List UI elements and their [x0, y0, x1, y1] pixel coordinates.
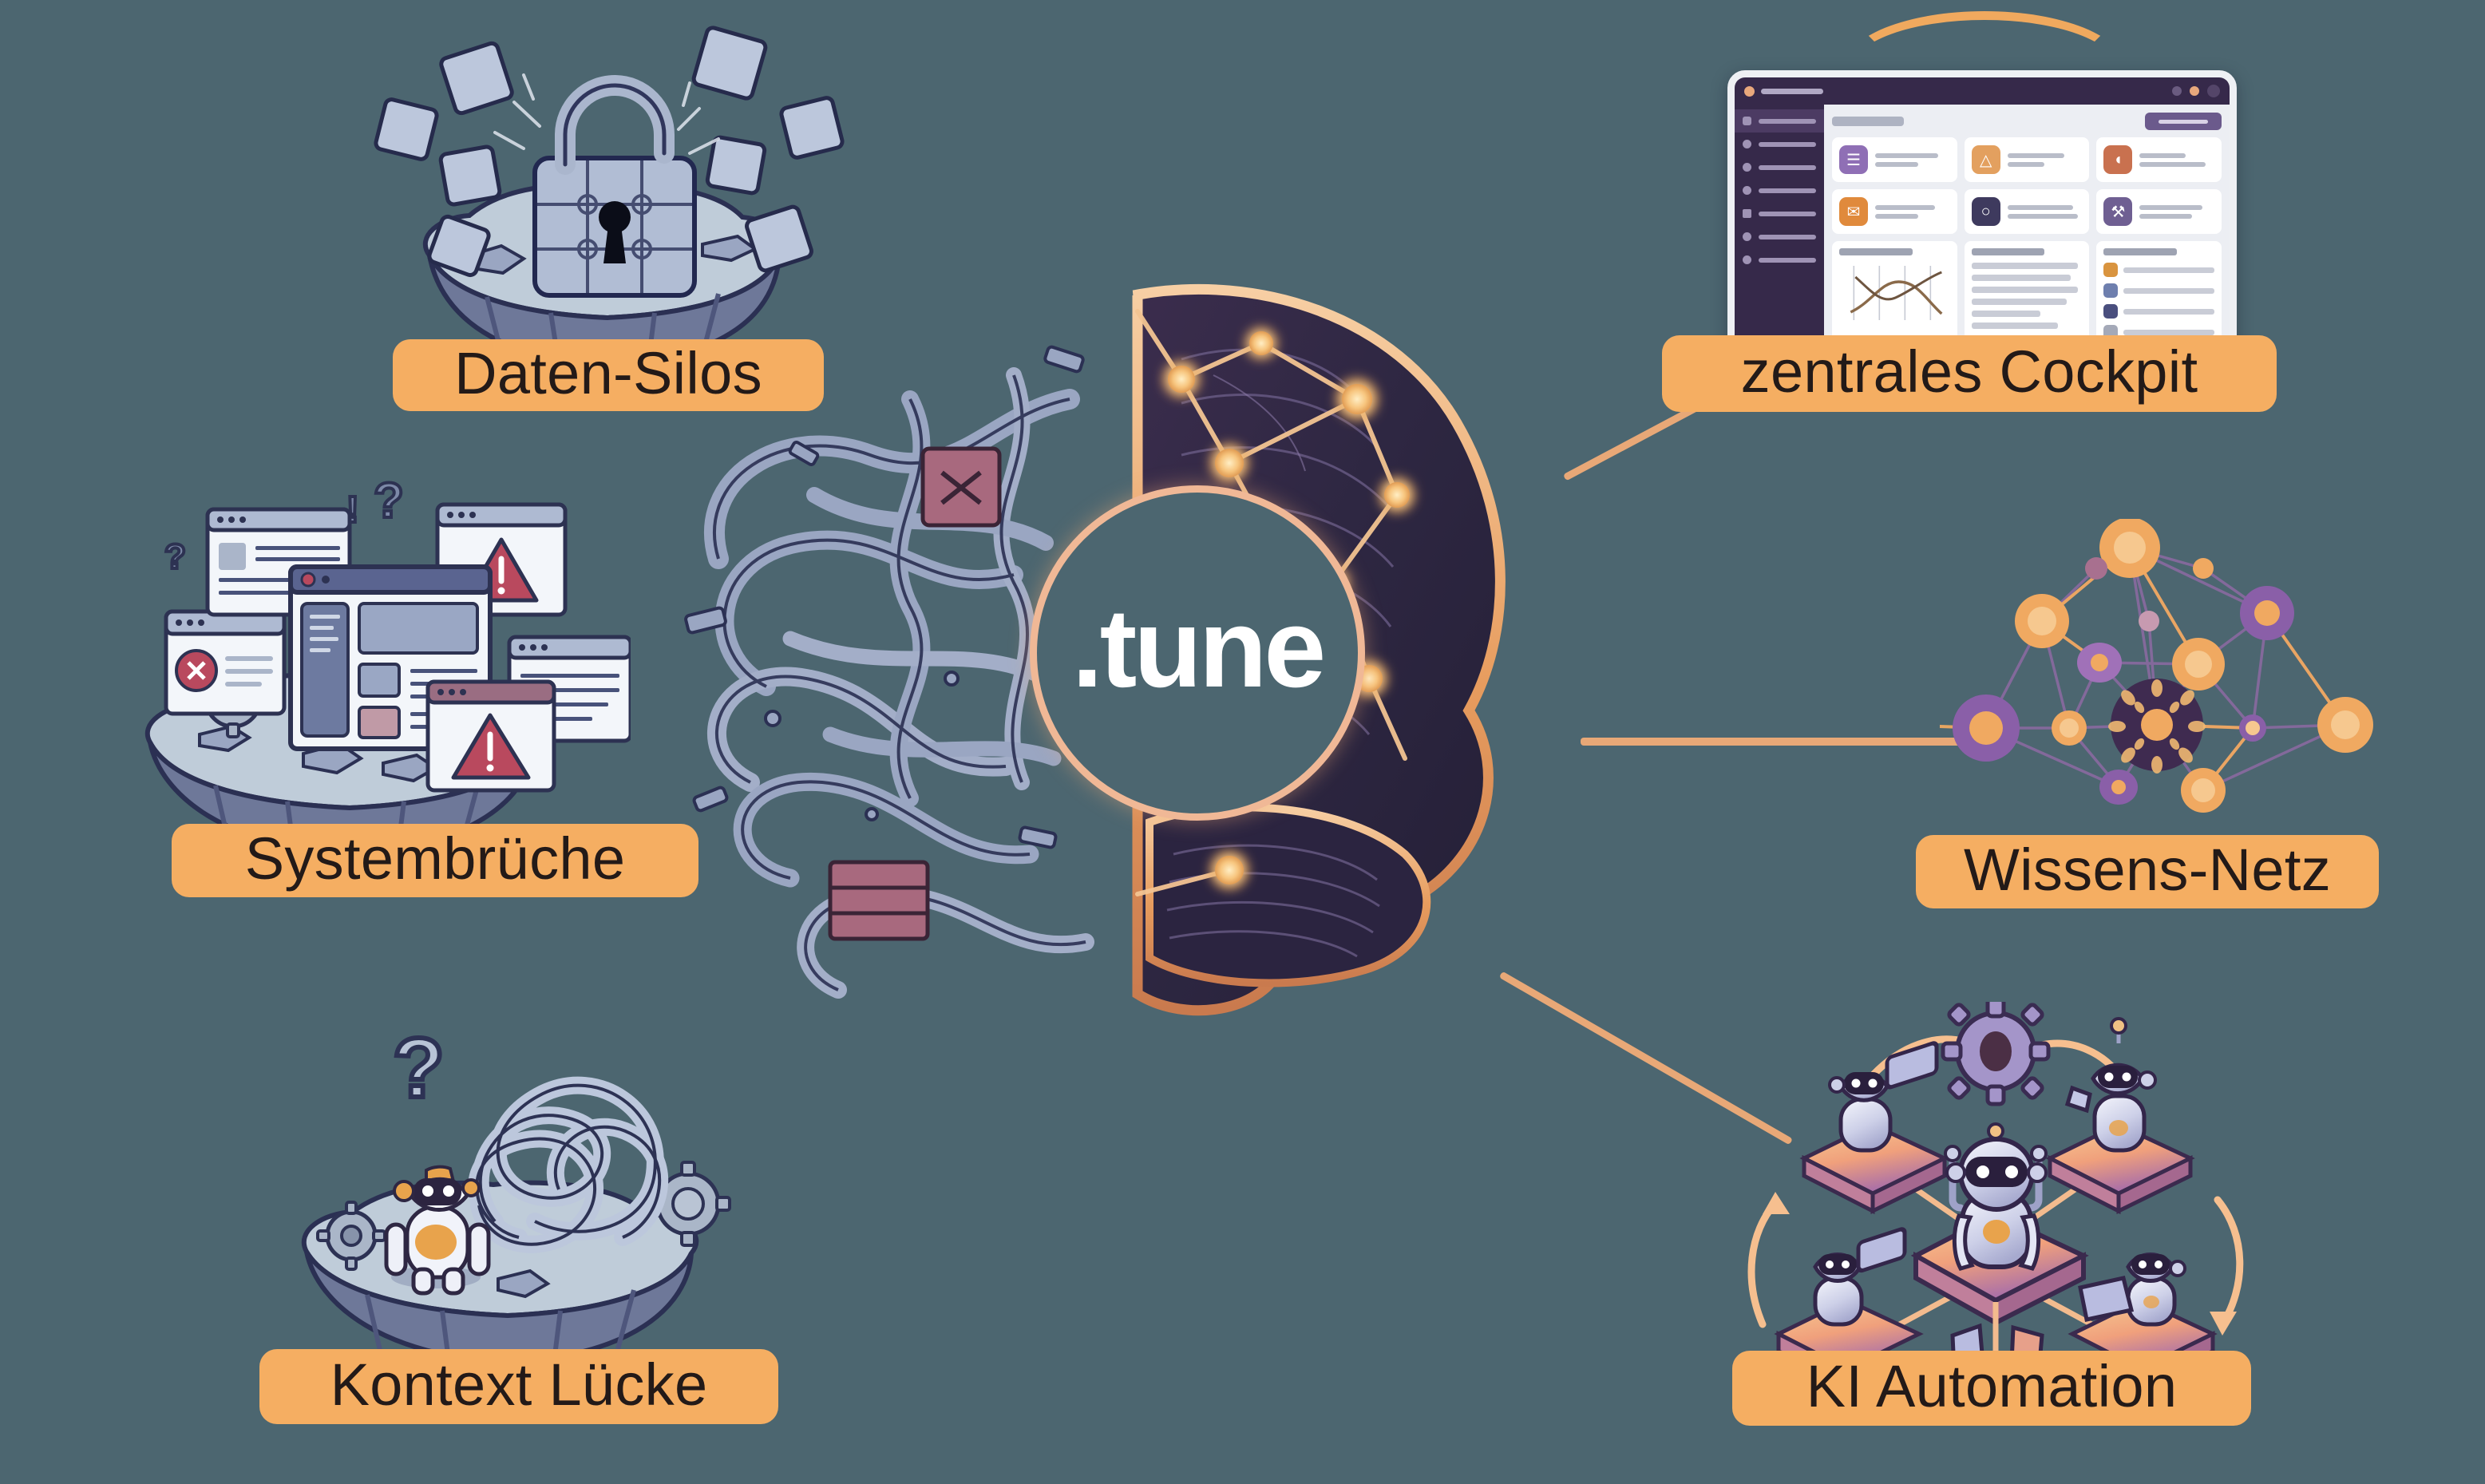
dashboard-card[interactable]: ☰ [1832, 137, 1957, 182]
chat-icon: ☰ [1839, 145, 1868, 174]
broken-module-icon [920, 446, 1002, 528]
dashboard-card[interactable]: △ [1964, 137, 2090, 182]
gear-icon [1941, 996, 2051, 1106]
logo-text: .tune [1071, 585, 1326, 710]
browser-window-icon-error-2 [425, 679, 556, 793]
sidebar-item[interactable] [1735, 179, 1824, 202]
cockpit-panels [1832, 241, 2222, 343]
badge-kontext-luecke-label: Kontext Lücke [330, 1351, 708, 1418]
dashboard-card[interactable]: ○ [1964, 189, 2090, 234]
window-dot-icon [1744, 85, 1755, 97]
mail-icon: ✉ [1839, 197, 1868, 226]
cockpit-main: ☰ △ ◖ ✉ ○ [1824, 105, 2230, 365]
question-mark-icon: ? [390, 1019, 447, 1118]
badge-zentrales-cockpit-label: zentrales Cockpit [1740, 338, 2198, 405]
ki-automation-illustration [1716, 996, 2275, 1380]
sidebar-item[interactable] [1735, 156, 1824, 179]
tool-icon: ⚒ [2103, 197, 2133, 226]
laptop-icon [2078, 1276, 2135, 1322]
badge-systembrueche-label: Systembrüche [244, 825, 626, 892]
window-control-icon[interactable] [2190, 86, 2199, 96]
laptop-icon [1885, 1041, 1939, 1090]
robot-icon-main [1944, 1122, 2048, 1271]
robot-icon [1828, 1041, 1939, 1153]
sidebar-item[interactable] [1735, 248, 1824, 271]
badge-wissens-netz-label: Wissens-Netz [1964, 836, 2331, 903]
laptop-icon [1856, 1227, 1907, 1273]
svg-text:!: ! [346, 489, 358, 530]
sidebar-item[interactable] [1735, 202, 1824, 225]
title-placeholder [1761, 88, 1823, 94]
tune-logo: .tune [1030, 485, 1365, 821]
systembrueche-illustration: ? ! ? [120, 472, 633, 856]
dashboard-card[interactable]: ⚒ [2096, 189, 2222, 234]
hanging-arc-decoration [1844, 11, 2125, 125]
sidebar-item[interactable] [1735, 225, 1824, 248]
chart-panel[interactable] [1832, 241, 1957, 343]
sidebar-item[interactable] [1735, 109, 1824, 133]
window-control-icon[interactable] [2207, 85, 2220, 97]
cockpit-sidebar [1735, 105, 1824, 365]
primary-action-button[interactable] [2145, 113, 2222, 130]
svg-text:?: ? [164, 537, 186, 576]
window-control-icon[interactable] [2172, 86, 2182, 96]
svg-text:?: ? [374, 479, 404, 528]
tag-panel[interactable] [2096, 241, 2222, 343]
robot-icon [384, 1165, 491, 1296]
cockpit-card-grid: ☰ △ ◖ ✉ ○ [1832, 137, 2222, 234]
robot-icon [2064, 1017, 2157, 1153]
dashboard-card[interactable]: ✉ [1832, 189, 1957, 234]
knowledge-network-illustration [1891, 517, 2387, 862]
daten-silos-illustration [367, 16, 846, 367]
text-panel[interactable] [1964, 241, 2090, 343]
robot-icon [1813, 1227, 1907, 1327]
robot-icon [2078, 1252, 2186, 1327]
badge-systembrueche[interactable]: Systembrüche [172, 824, 698, 897]
badge-ki-automation[interactable]: KI Automation [1732, 1351, 2251, 1426]
page-title-placeholder [1832, 117, 1904, 126]
alert-icon: △ [1971, 145, 2000, 174]
badge-zentrales-cockpit[interactable]: zentrales Cockpit [1662, 335, 2277, 412]
hub-icon [2108, 679, 2206, 774]
line-chart-icon [1850, 266, 1943, 320]
badge-kontext-luecke[interactable]: Kontext Lücke [259, 1349, 778, 1424]
broken-module-icon-2 [828, 860, 930, 941]
badge-ki-automation-label: KI Automation [1806, 1352, 2178, 1419]
badge-wissens-netz[interactable]: Wissens-Netz [1916, 835, 2379, 908]
signal-icon: ◖ [2103, 145, 2133, 174]
badge-daten-silos-label: Daten-Silos [454, 339, 762, 406]
network-node-icon [1953, 517, 2373, 813]
cockpit-titlebar [1735, 77, 2230, 105]
chat-bubble-icon: ○ [1971, 197, 2000, 226]
kontext-luecke-illustration: ? [279, 998, 774, 1373]
svg-text:?: ? [393, 1021, 445, 1115]
browser-window-icon [164, 609, 287, 716]
sidebar-item[interactable] [1735, 133, 1824, 156]
cockpit-dashboard-illustration: ☰ △ ◖ ✉ ○ [1727, 70, 2237, 372]
badge-daten-silos[interactable]: Daten-Silos [393, 339, 824, 411]
connector-wissensnetz [1581, 738, 1964, 746]
dashboard-card[interactable]: ◖ [2096, 137, 2222, 182]
